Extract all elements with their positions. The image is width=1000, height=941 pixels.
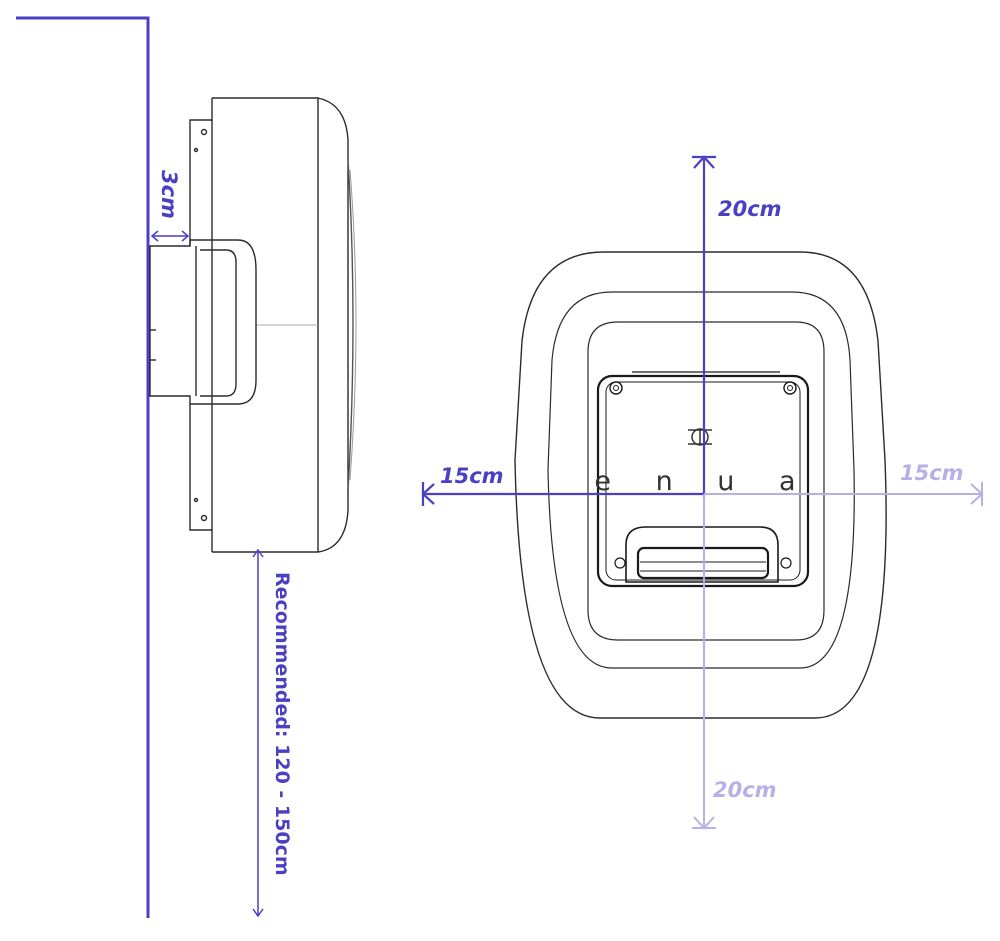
bottom-clearance-label: 20cm bbox=[713, 778, 777, 802]
charger-front-outer bbox=[514, 251, 887, 719]
left-clearance-arrow bbox=[421, 482, 704, 506]
depth-label: 3cm bbox=[157, 170, 181, 219]
top-clearance-label: 20cm bbox=[718, 197, 782, 221]
top-clearance-arrow bbox=[692, 155, 716, 498]
bottom-clearance-arrow bbox=[692, 494, 716, 830]
charger-side-housing bbox=[189, 97, 357, 553]
height-label: Recommended: 120 - 150cm bbox=[271, 572, 293, 876]
depth-dimension-arrow bbox=[150, 230, 190, 242]
charger-front-ring bbox=[547, 291, 855, 669]
front-view: e n u a 20cm 15cm 15cm 20cm bbox=[421, 155, 984, 830]
height-dimension-arrow bbox=[252, 548, 264, 918]
wall-outline bbox=[16, 16, 150, 918]
charger-front-recess bbox=[587, 321, 825, 641]
wall-bracket-side bbox=[149, 239, 257, 405]
right-clearance-label: 15cm bbox=[900, 461, 964, 485]
enua-logo-icon bbox=[688, 428, 712, 446]
side-view: 3cm Recommended: 120 - 150cm bbox=[16, 16, 357, 918]
brand-name: e n u a bbox=[594, 466, 813, 497]
left-clearance-label: 15cm bbox=[440, 464, 504, 488]
right-clearance-arrow bbox=[704, 482, 984, 506]
